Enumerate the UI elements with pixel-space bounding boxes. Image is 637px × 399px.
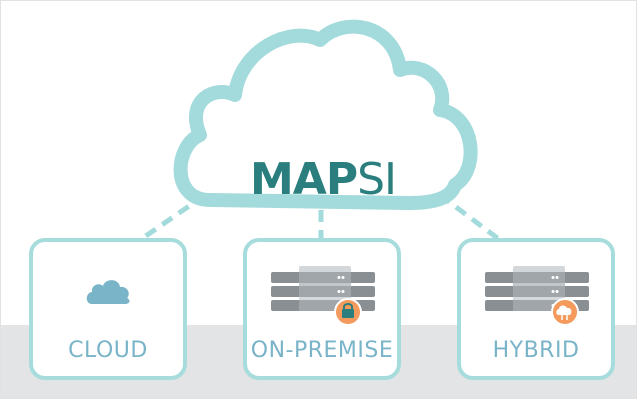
server-cloud-icon <box>485 266 589 326</box>
option-card-cloud[interactable]: CLOUD <box>29 238 187 380</box>
option-card-onpremise[interactable]: ON-PREMISE <box>243 238 401 380</box>
option-label-hybrid: HYBRID <box>492 338 580 363</box>
server-lock-icon <box>271 266 375 326</box>
option-label-onpremise: ON-PREMISE <box>250 338 394 363</box>
option-label-cloud: CLOUD <box>68 338 148 363</box>
main-cloud-outline <box>173 19 478 210</box>
brand-logo: MAPSI <box>250 150 397 210</box>
cloud-icon <box>86 280 130 304</box>
brand-logo-part1: MAP <box>250 154 358 205</box>
option-card-hybrid[interactable]: HYBRID <box>457 238 615 380</box>
connector-cloud <box>138 192 207 243</box>
brand-logo-part2: SI <box>357 154 397 205</box>
connector-hybrid <box>438 193 502 242</box>
